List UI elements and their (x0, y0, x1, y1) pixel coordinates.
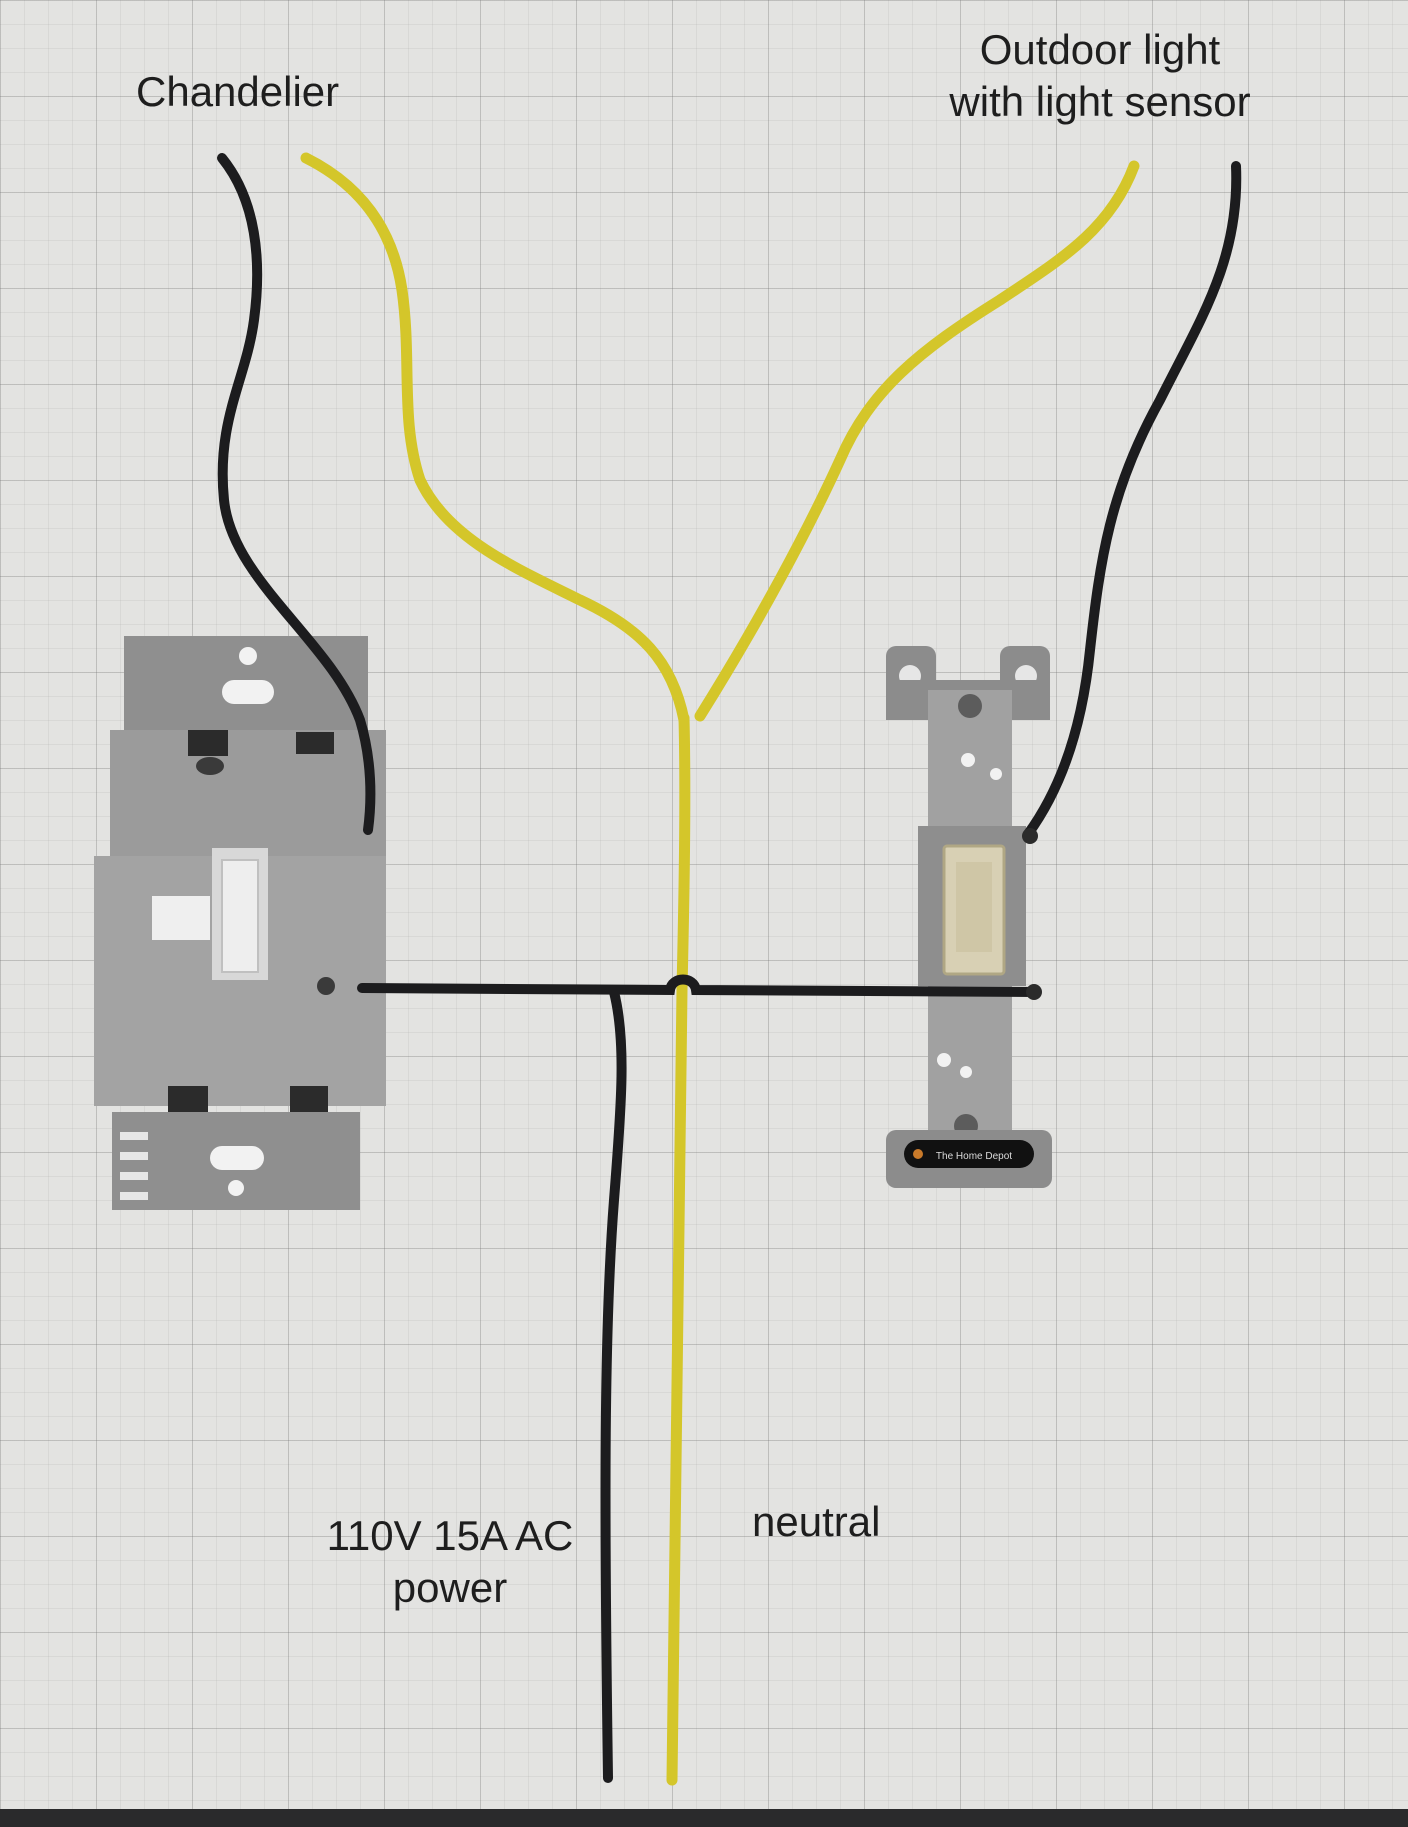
toggle-hole (961, 753, 975, 767)
dimmer-body (110, 730, 386, 860)
dimmer-top-slot (222, 680, 274, 704)
power-label-line2: power (392, 1564, 508, 1611)
outdoor-hot-wire (1023, 161, 1242, 839)
chandelier-neutral-wire (300, 152, 690, 726)
line-hot-wire (600, 987, 627, 1783)
toggle-line-terminal (1026, 984, 1042, 1000)
neutral-main-wire (666, 712, 691, 1786)
dimmer-terminal-top-left (188, 730, 228, 756)
dimmer-rib (120, 1192, 148, 1200)
toggle-load-terminal (1022, 828, 1038, 844)
toggle-hole (990, 768, 1002, 780)
toggle-brand-text: The Home Depot (936, 1151, 1012, 1162)
dimmer-terminal-top-right (296, 732, 334, 754)
dimmer-line-terminal (317, 977, 335, 995)
outdoor-neutral-wire (694, 160, 1140, 722)
neutral-label: neutral (752, 1498, 881, 1545)
hot-jumper-wire (357, 974, 1041, 997)
toggle-paddle-face (956, 862, 992, 952)
outdoor-light-label-line2: with light sensor (949, 78, 1251, 125)
toggle-screw-top (958, 694, 982, 718)
dimmer-switch (94, 636, 386, 1210)
toggle-hole (937, 1053, 951, 1067)
dimmer-bottom-slot (210, 1146, 264, 1170)
dimmer-toggle-tab (152, 896, 210, 940)
dimmer-slider-knob (221, 859, 259, 973)
toggle-switch: The Home Depot (886, 646, 1052, 1188)
dimmer-terminal-bottom-left (168, 1086, 208, 1112)
outdoor-light-label: Outdoor light with light sensor (920, 24, 1280, 128)
outdoor-light-label-line1: Outdoor light (979, 26, 1221, 73)
power-label-line1: 110V 15A AC (326, 1512, 574, 1559)
dimmer-rib (120, 1152, 148, 1160)
dimmer-top-hole (239, 647, 257, 665)
screen-bottom-bezel (0, 1809, 1408, 1827)
dimmer-terminal-bottom-right (290, 1086, 328, 1112)
dimmer-bottom-hole (228, 1180, 244, 1196)
dimmer-screw-top (196, 757, 224, 775)
power-label: 110V 15A AC power (300, 1510, 600, 1614)
chandelier-label: Chandelier (136, 68, 340, 115)
toggle-brand-badge (904, 1140, 1034, 1168)
toggle-brand-dot (913, 1149, 923, 1159)
chandelier-hot-wire (217, 153, 376, 835)
toggle-hole (960, 1066, 972, 1078)
dimmer-rib (120, 1132, 148, 1140)
dimmer-rib (120, 1172, 148, 1180)
